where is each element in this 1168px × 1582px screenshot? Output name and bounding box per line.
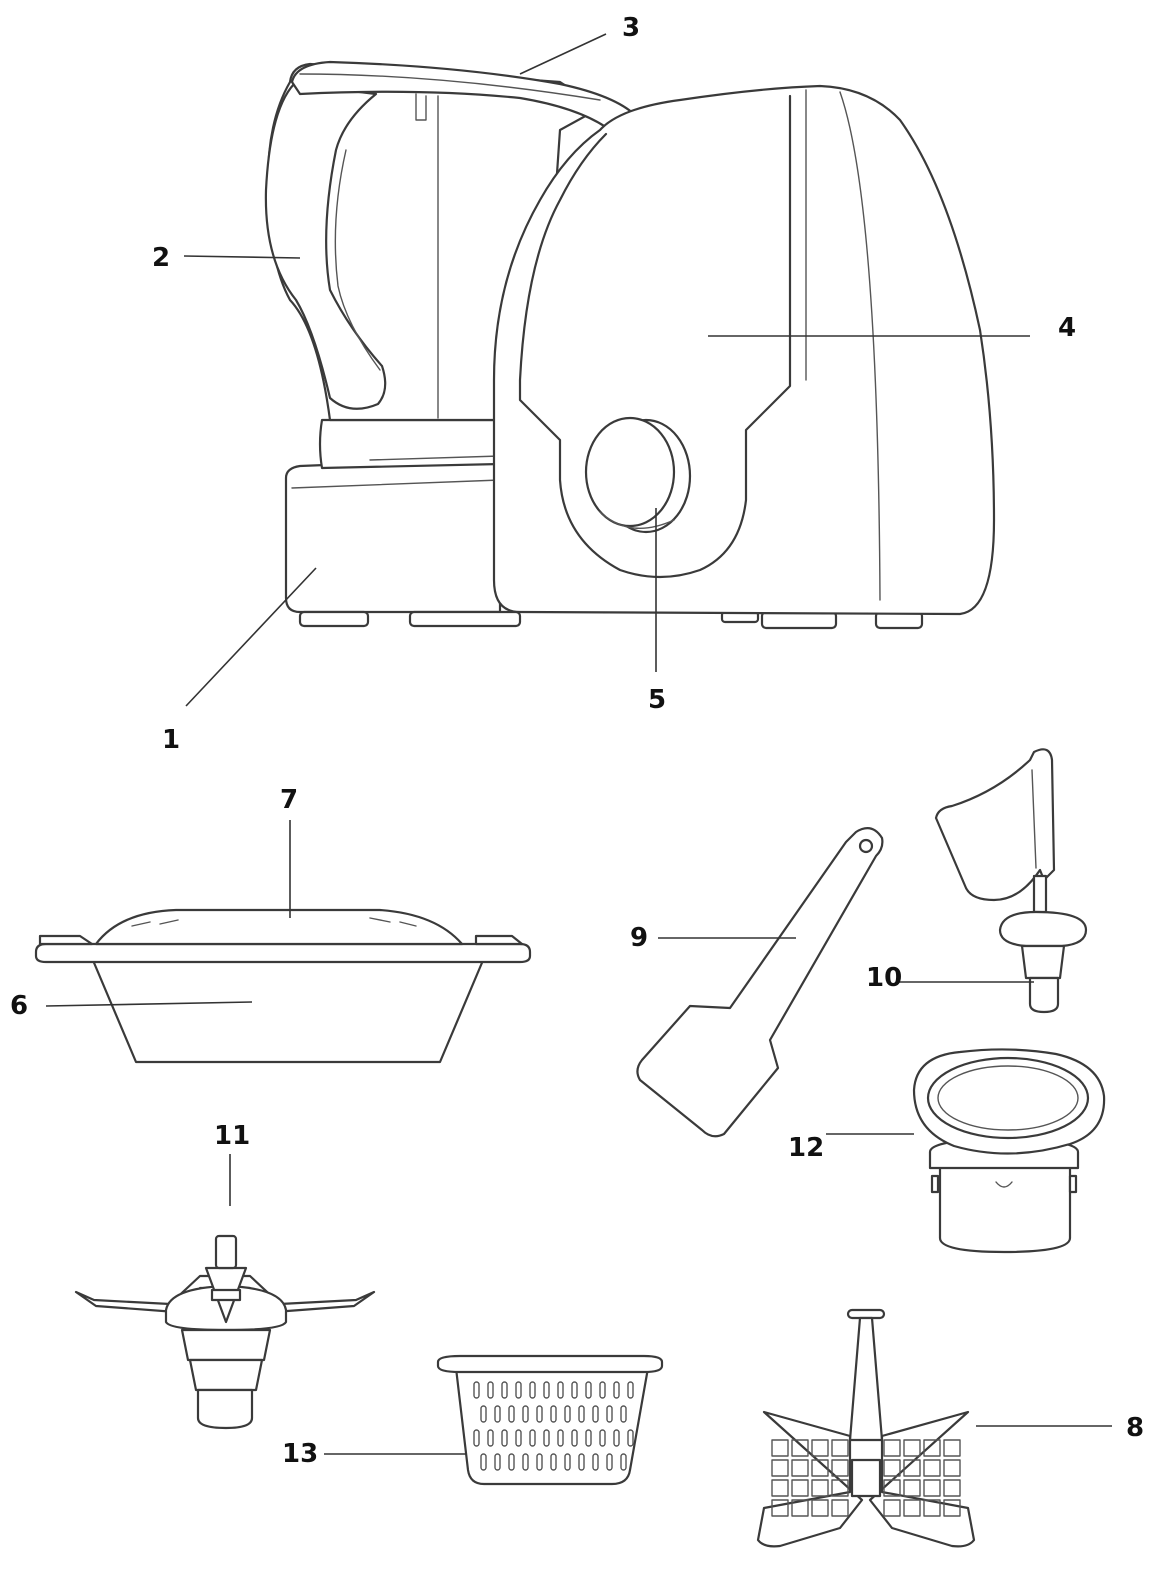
callout-11: 11 <box>214 1121 250 1151</box>
leader-lines <box>45 33 1112 1455</box>
steamer-tray <box>90 956 486 1064</box>
callout-7: 7 <box>280 785 298 815</box>
callout-4: 4 <box>1058 313 1076 343</box>
callout-9: 9 <box>630 923 648 953</box>
callout-13: 13 <box>282 1439 318 1469</box>
appliance-main-unit <box>264 60 996 630</box>
steamer-lid <box>94 908 464 946</box>
base-housing <box>284 456 932 630</box>
callout-10: 10 <box>866 963 902 993</box>
steamer-tray-assembly <box>34 908 532 1064</box>
bowl-seat <box>318 418 502 470</box>
callout-3: 3 <box>622 13 640 43</box>
basket-slots <box>473 1381 634 1471</box>
callout-5: 5 <box>648 685 666 715</box>
kneading-tool <box>934 748 1088 1014</box>
bowl-handle <box>264 82 387 410</box>
bowl-lid <box>290 60 638 132</box>
control-knob[interactable] <box>584 416 692 534</box>
chopping-grid <box>771 1439 961 1517</box>
callout-12: 12 <box>788 1133 824 1163</box>
chopping-tool <box>756 1308 976 1548</box>
control-body <box>492 84 996 616</box>
callout-labels: 1 2 3 4 5 6 7 8 9 10 11 12 13 <box>10 13 1144 1469</box>
callout-8: 8 <box>1126 1413 1144 1443</box>
spatula <box>636 827 884 1138</box>
callout-6: 6 <box>10 991 28 1021</box>
callout-2: 2 <box>152 243 170 273</box>
callout-1: 1 <box>162 725 180 755</box>
simmering-basket <box>436 1354 664 1486</box>
measuring-cup <box>912 1048 1106 1254</box>
blade-assembly <box>74 1234 376 1430</box>
